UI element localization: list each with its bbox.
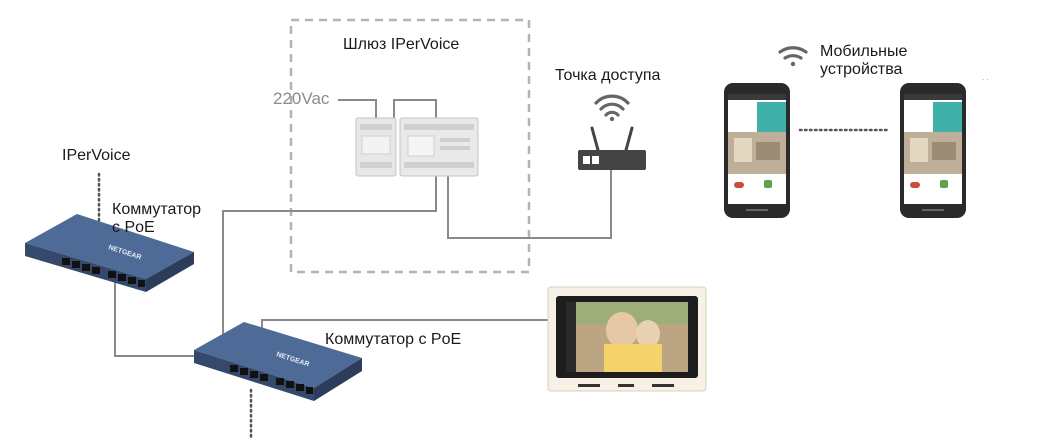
power-label: 220Vac <box>273 89 330 108</box>
switch1-label-line2: с PoE <box>112 219 155 236</box>
gateway-to-accesspoint-wire <box>447 170 612 239</box>
wifi-icon <box>594 94 630 117</box>
video-monitor-icon <box>547 286 707 392</box>
wifi-icon <box>778 46 808 60</box>
mobile-devices-label-line1: Мобильные <box>820 43 908 60</box>
gateway-label: Шлюз IPerVoice <box>343 36 460 53</box>
switch1-to-switch2-wire <box>114 280 197 357</box>
gateway-to-switch2-wire <box>222 176 437 336</box>
mobile-devices-label-line2: устройства <box>820 61 903 78</box>
svg-text:. .: . . <box>982 73 989 82</box>
ipervoice-label: IPerVoice <box>62 147 131 164</box>
din-rail-module-icon <box>399 117 479 177</box>
smartphone-icon <box>724 83 790 218</box>
access-point-label: Точка доступа <box>555 67 661 84</box>
smartphone-icon <box>900 83 966 218</box>
power-wire-2 <box>393 99 437 118</box>
switch1-label-line1: Коммутатор <box>112 201 202 218</box>
network-switch-icon: NETGEAR <box>194 322 362 401</box>
din-rail-module-icon <box>355 117 397 177</box>
network-switch-icon: NETGEAR <box>25 214 194 292</box>
gateway-enclosure <box>289 18 531 274</box>
switch2-label: Коммутатор с PoE <box>325 331 462 348</box>
power-wire-1 <box>338 99 377 118</box>
router-icon <box>578 126 646 170</box>
dotted-lines <box>97 128 892 442</box>
